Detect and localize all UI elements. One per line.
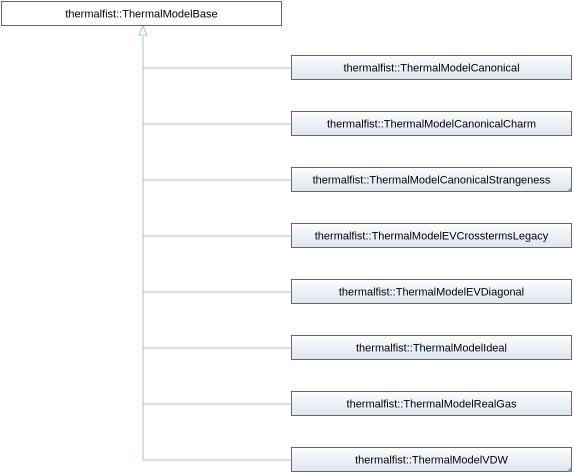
- derived-class-label: thermalfist::ThermalModelVDW: [355, 455, 508, 467]
- derived-class-label: thermalfist::ThermalModelEVCrosstermsLeg…: [315, 231, 549, 243]
- base-class-node[interactable]: thermalfist::ThermalModelBase: [1, 1, 282, 26]
- base-class-box[interactable]: [1, 1, 282, 26]
- derived-class-box[interactable]: [291, 391, 572, 416]
- derived-class-box[interactable]: [291, 223, 572, 248]
- derived-class-box[interactable]: [291, 55, 572, 80]
- derived-class-node[interactable]: thermalfist::ThermalModelVDW: [291, 447, 572, 472]
- derived-class-node[interactable]: thermalfist::ThermalModelIdeal: [291, 335, 572, 360]
- derived-class-box[interactable]: [291, 167, 572, 192]
- derived-class-label: thermalfist::ThermalModelIdeal: [356, 343, 507, 355]
- derived-class-box[interactable]: [291, 335, 572, 360]
- inheritance-arrowhead: [138, 24, 148, 36]
- derived-class-node[interactable]: thermalfist::ThermalModelCanonicalStrang…: [291, 167, 572, 192]
- derived-class-label: thermalfist::ThermalModelEVDiagonal: [339, 287, 524, 299]
- derived-class-node[interactable]: thermalfist::ThermalModelRealGas: [291, 391, 572, 416]
- derived-class-node[interactable]: thermalfist::ThermalModelCanonical: [291, 55, 572, 80]
- derived-class-box[interactable]: [291, 111, 572, 136]
- derived-class-box[interactable]: [291, 279, 572, 304]
- base-class-label: thermalfist::ThermalModelBase: [65, 9, 217, 21]
- derived-classes: thermalfist::ThermalModelCanonicaltherma…: [143, 55, 572, 472]
- derived-class-node[interactable]: thermalfist::ThermalModelEVDiagonal: [291, 279, 572, 304]
- derived-class-box[interactable]: [291, 447, 572, 472]
- more-subclasses-marker: [566, 186, 572, 192]
- derived-class-label: thermalfist::ThermalModelCanonical: [343, 63, 519, 75]
- more-subclasses-marker: [566, 466, 572, 472]
- derived-class-label: thermalfist::ThermalModelCanonicalCharm: [327, 119, 536, 131]
- derived-class-label: thermalfist::ThermalModelCanonicalStrang…: [313, 175, 551, 187]
- derived-class-node[interactable]: thermalfist::ThermalModelCanonicalCharm: [291, 111, 572, 136]
- derived-class-node[interactable]: thermalfist::ThermalModelEVCrosstermsLeg…: [291, 223, 572, 248]
- derived-class-label: thermalfist::ThermalModelRealGas: [347, 399, 517, 411]
